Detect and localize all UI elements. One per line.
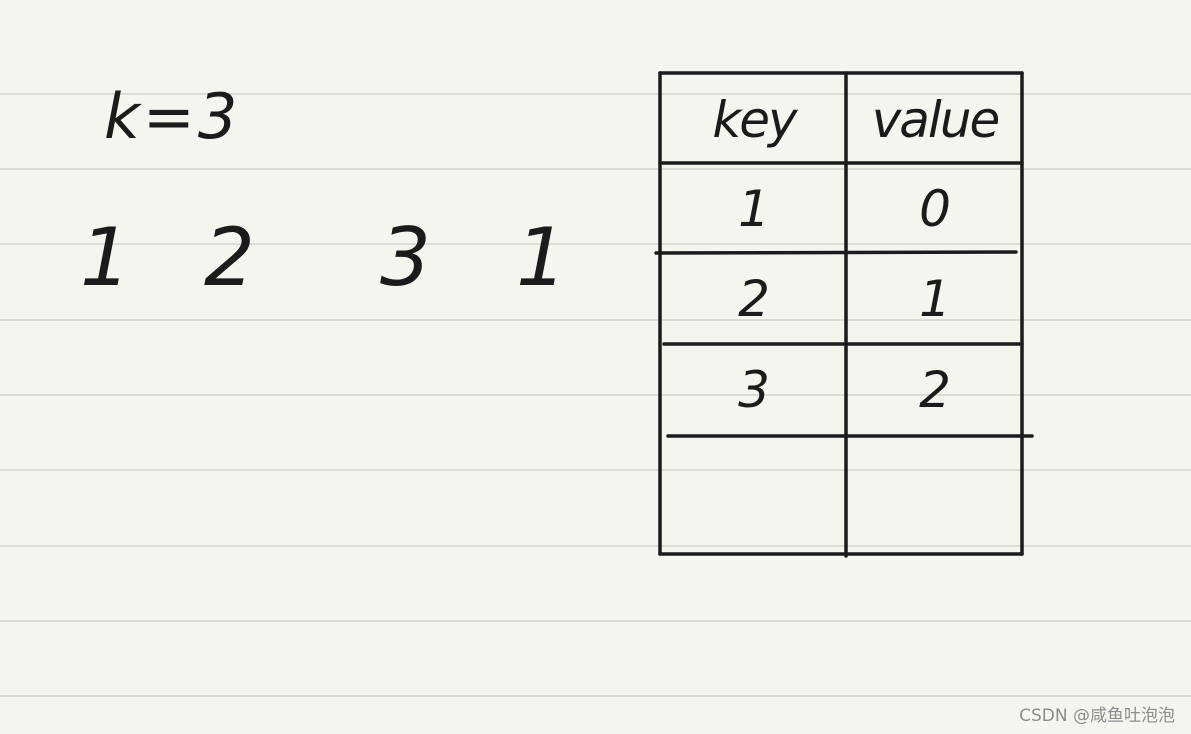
row-value: 0 [919, 180, 951, 238]
ruled-line [0, 469, 1191, 471]
sequence-item: 1 [516, 211, 567, 304]
key-value-table: key value 1 0 2 1 3 2 [654, 70, 1034, 558]
ruled-line [0, 319, 1191, 321]
table-grid [654, 71, 1034, 558]
ruled-line [0, 168, 1191, 170]
ruled-line [0, 93, 1191, 95]
ruled-line [0, 394, 1191, 396]
ruled-line [0, 243, 1191, 245]
watermark: CSDN @咸鱼吐泡泡 [1019, 706, 1175, 726]
row-value: 1 [919, 270, 951, 328]
ruled-line [0, 620, 1191, 622]
row-key: 3 [738, 361, 770, 419]
row-key [662, 439, 846, 551]
row-value [848, 439, 1022, 551]
row-key: 1 [738, 180, 770, 238]
k-label: k=3 [104, 80, 241, 153]
sequence-item: 1 [80, 211, 131, 304]
row-key: 2 [738, 270, 770, 328]
ruled-line [0, 695, 1191, 697]
header-value: value [871, 91, 1001, 149]
ruled-line [0, 545, 1191, 547]
header-key: key [712, 91, 797, 149]
sequence-item: 3 [380, 211, 431, 304]
table-row-divider [654, 250, 1018, 255]
sequence-item: 2 [204, 211, 255, 304]
row-value: 2 [919, 361, 951, 419]
